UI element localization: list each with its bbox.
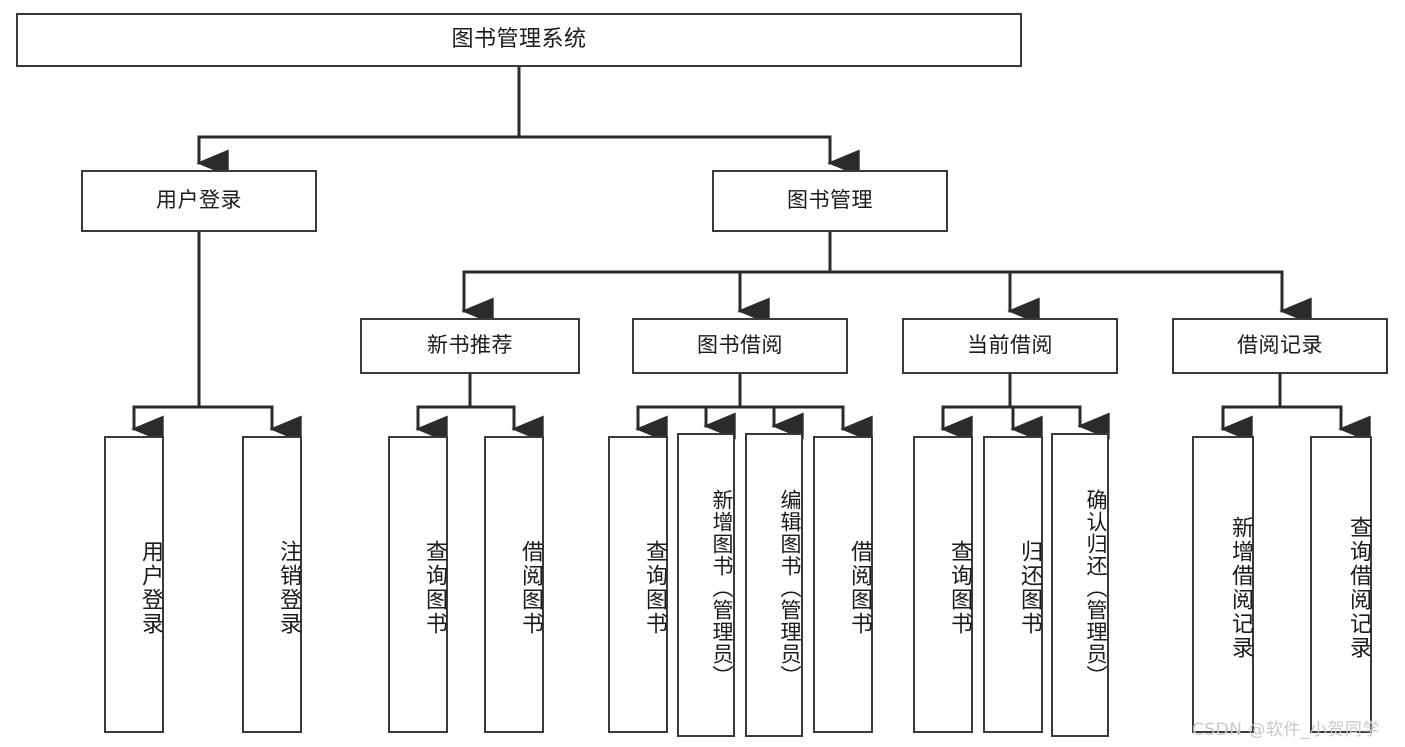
node-book-management[interactable]: 图书管理 — [712, 170, 948, 232]
leaf-return-book[interactable]: 归还图书 — [983, 436, 1043, 733]
leaf-return-book-label: 归还图书 — [1017, 539, 1042, 636]
leaf-logout[interactable]: 注销登录 — [242, 436, 302, 733]
leaf-borrow-book-recommend[interactable]: 借阅图书 — [484, 436, 544, 733]
leaf-add-book-admin-label: 新增图书（管理员） — [710, 489, 734, 687]
node-user-login[interactable]: 用户登录 — [81, 170, 317, 232]
node-borrow-record[interactable]: 借阅记录 — [1172, 318, 1388, 374]
node-current-borrow-label: 当前借阅 — [967, 333, 1053, 358]
leaf-confirm-return-admin-label: 确认归还（管理员） — [1084, 489, 1108, 687]
node-new-book-recommend-label: 新书推荐 — [427, 333, 513, 358]
node-book-management-label: 图书管理 — [787, 188, 873, 213]
leaf-user-login[interactable]: 用户登录 — [104, 436, 164, 733]
node-new-book-recommend[interactable]: 新书推荐 — [360, 318, 580, 374]
leaf-edit-book-admin[interactable]: 编辑图书（管理员） — [745, 433, 803, 737]
node-book-borrow-label: 图书借阅 — [697, 333, 783, 358]
leaf-query-book-current[interactable]: 查询图书 — [913, 436, 973, 733]
node-current-borrow[interactable]: 当前借阅 — [902, 318, 1118, 374]
leaf-logout-label: 注销登录 — [276, 539, 301, 636]
leaf-edit-book-admin-label: 编辑图书（管理员） — [778, 489, 802, 687]
leaf-query-borrow-record-label: 查询借阅记录 — [1346, 515, 1371, 660]
leaf-borrow-book-recommend-label: 借阅图书 — [518, 539, 543, 636]
leaf-borrow-book-label: 借阅图书 — [847, 539, 872, 636]
leaf-add-borrow-record[interactable]: 新增借阅记录 — [1192, 436, 1254, 733]
leaf-query-book-borrow-label: 查询图书 — [642, 539, 667, 636]
leaf-query-book-recommend[interactable]: 查询图书 — [388, 436, 448, 733]
leaf-add-book-admin[interactable]: 新增图书（管理员） — [677, 433, 735, 737]
node-book-borrow[interactable]: 图书借阅 — [632, 318, 848, 374]
node-root[interactable]: 图书管理系统 — [16, 13, 1022, 67]
leaf-borrow-book[interactable]: 借阅图书 — [813, 436, 873, 733]
leaf-query-borrow-record[interactable]: 查询借阅记录 — [1310, 436, 1372, 733]
leaf-add-borrow-record-label: 新增借阅记录 — [1228, 515, 1253, 660]
leaf-user-login-label: 用户登录 — [138, 539, 163, 636]
node-root-label: 图书管理系统 — [451, 26, 587, 52]
leaf-confirm-return-admin[interactable]: 确认归还（管理员） — [1051, 433, 1109, 737]
csdn-watermark: CSDN @软件_小贺同学 — [1192, 720, 1380, 740]
leaf-query-book-current-label: 查询图书 — [947, 539, 972, 636]
leaf-query-book-recommend-label: 查询图书 — [422, 539, 447, 636]
node-user-login-label: 用户登录 — [156, 188, 242, 213]
leaf-query-book-borrow[interactable]: 查询图书 — [608, 436, 668, 733]
node-borrow-record-label: 借阅记录 — [1237, 333, 1323, 358]
